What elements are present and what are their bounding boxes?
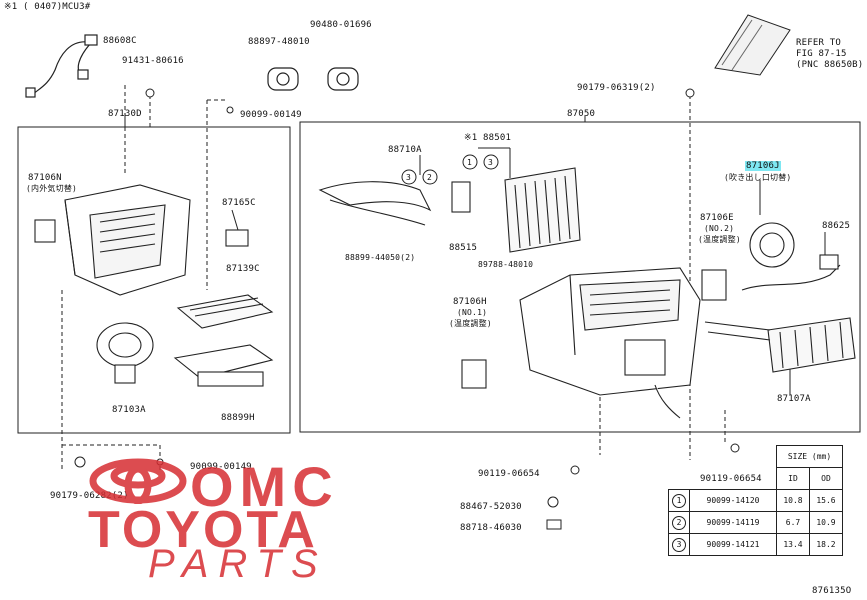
row-od: 10.9 [809,511,843,534]
watermark-omc: OMC [190,455,339,518]
part-label-88899-44050[interactable]: 88899-44050(2) [345,253,416,262]
part-label-90119-06654-right[interactable]: 90119-06654 [700,474,762,484]
row-part-number[interactable]: 90099-14121 [689,533,777,556]
part-label-88515[interactable]: 88515 [449,243,478,253]
right-group-frame [299,121,861,433]
part-label-88501[interactable]: ※1 88501 [464,133,512,143]
part-label-87106n-desc: (内外気切替) [26,184,78,193]
left-group-frame [17,126,291,434]
part-label-90480[interactable]: 90480-01696 [310,20,372,30]
part-label-88899h[interactable]: 88899H [221,413,255,423]
row-number: 2 [672,515,686,530]
part-label-87050[interactable]: 87050 [567,109,596,119]
toyota-logo-icon [89,458,187,504]
part-label-87106e-desc: (温度調整) [698,235,741,244]
part-label-90179-06319[interactable]: 90179-06319(2) [577,83,656,93]
part-label-88625[interactable]: 88625 [822,221,851,231]
refer-to-line-1: REFER TO [796,38,841,48]
applicability-note: ※1 ( 0407)MCU3# [4,2,91,12]
part-label-91431[interactable]: 91431-80616 [122,56,184,66]
part-label-90119-06654-left[interactable]: 90119-06654 [478,469,540,479]
size-table-col-od: OD [809,467,843,490]
part-label-90099-bottom[interactable]: 90099-00149 [190,462,252,472]
part-label-88467[interactable]: 88467-52030 [460,502,522,512]
part-label-87106h-desc: (温度調整) [449,319,492,328]
row-od: 18.2 [809,533,843,556]
size-table-row: 3 90099-14121 13.4 18.2 [668,533,843,556]
row-part-number[interactable]: 90099-14120 [689,489,777,512]
svg-text:1: 1 [467,158,472,167]
row-id: 13.4 [776,533,810,556]
part-label-87106j-desc: (吹き出し口切替) [724,173,792,182]
size-table: SIZE (mm) ID OD 1 90099-14120 10.8 15.6 … [668,445,843,556]
row-od: 15.6 [809,489,843,512]
watermark-toyota: TOYOTA [88,501,318,559]
part-label-87106n[interactable]: 87106N [28,173,62,183]
part-label-88608c[interactable]: 88608C [103,36,137,46]
part-label-87165c[interactable]: 87165C [222,198,256,208]
part-label-87106e-no: (NO.2) [704,224,735,233]
row-id: 6.7 [776,511,810,534]
svg-text:3: 3 [406,173,411,182]
size-table-col-id: ID [776,467,810,490]
part-label-87106h-no: (NO.1) [457,308,488,317]
svg-text:3: 3 [488,158,493,167]
refer-to-line-2: FIG 87-15 [796,49,847,59]
part-label-87139c[interactable]: 87139C [226,264,260,274]
part-label-87130d[interactable]: 87130D [108,109,142,119]
part-label-87107a[interactable]: 87107A [777,394,811,404]
part-label-89788[interactable]: 89788-48010 [478,260,534,269]
svg-text:2: 2 [427,173,432,182]
part-label-88710a[interactable]: 88710A [388,145,422,155]
watermark-parts: PARTS [148,542,328,586]
size-table-row: 2 90099-14119 6.7 10.9 [668,511,843,534]
row-part-number[interactable]: 90099-14119 [689,511,777,534]
illustration-code: 876135O [812,586,852,596]
part-label-88718[interactable]: 88718-46030 [460,523,522,533]
row-number: 3 [672,537,686,552]
part-label-87106h[interactable]: 87106H [453,297,487,307]
size-table-title: SIZE (mm) [776,445,843,468]
size-table-row: 1 90099-14120 10.8 15.6 [668,489,843,512]
row-number: 1 [672,493,686,508]
part-label-90099-top[interactable]: 90099-00149 [240,110,302,120]
refer-to-line-3: (PNC 88650B) [796,60,864,70]
part-label-87106j[interactable]: 87106J [745,161,781,171]
part-label-88897[interactable]: 88897-48010 [248,37,310,47]
part-label-90179-06282[interactable]: 90179-06282(2) [50,491,129,501]
row-id: 10.8 [776,489,810,512]
part-label-87106e[interactable]: 87106E [700,213,734,223]
part-label-87103a[interactable]: 87103A [112,405,146,415]
